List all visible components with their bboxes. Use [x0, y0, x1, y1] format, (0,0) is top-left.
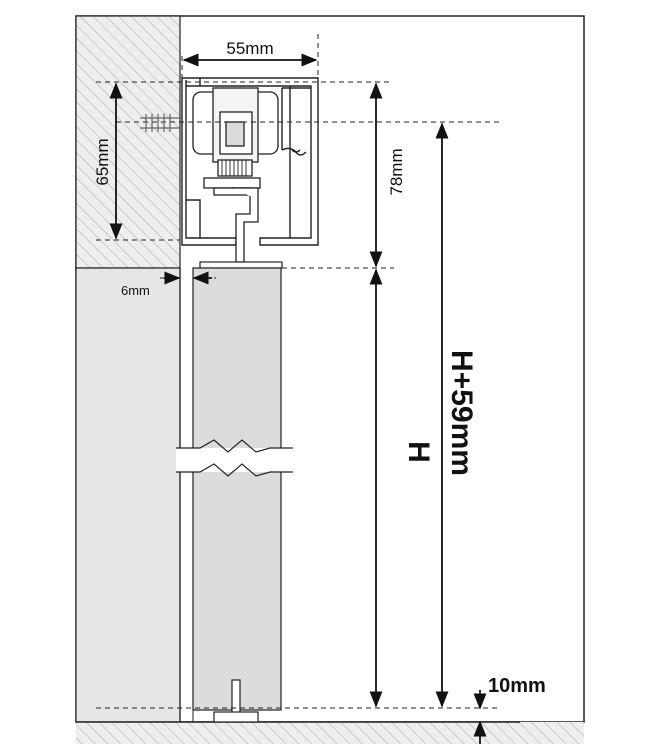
floor-gap-label: 10mm	[488, 675, 546, 697]
dimension-arrows	[109, 53, 487, 744]
profile-height-label: 78mm	[387, 148, 406, 195]
door-height-label: H	[402, 441, 435, 463]
wall-section	[75, 267, 181, 723]
ceiling-block	[75, 15, 181, 269]
door-top-bracket	[199, 261, 283, 269]
width-label: 55mm	[226, 39, 273, 58]
roller-carriage	[192, 87, 279, 263]
floor-block	[76, 722, 584, 744]
floor-guide	[213, 679, 259, 723]
gap-label: 6mm	[121, 283, 150, 298]
total-height-label: H+59mm	[445, 350, 478, 476]
door-panel	[192, 267, 282, 711]
recess-label: 65mm	[93, 138, 112, 185]
break-symbol	[176, 439, 293, 477]
ceiling-screw	[140, 114, 182, 132]
